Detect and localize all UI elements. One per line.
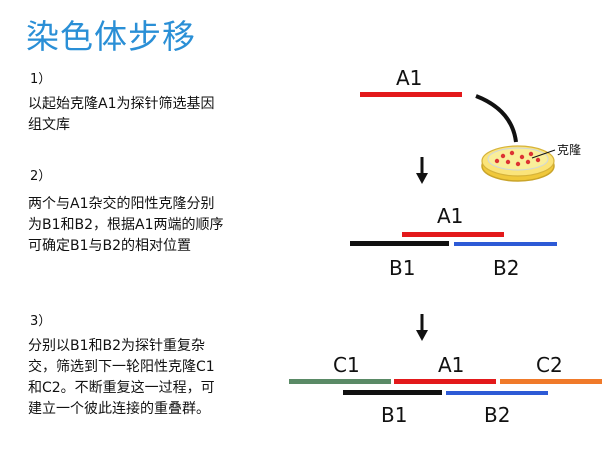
stage2-a1-bar: [402, 232, 504, 237]
stage3-b1-bar: [343, 390, 442, 395]
stage3-c1-bar: [289, 379, 391, 384]
step-2-number: 2）: [30, 169, 52, 184]
stage3-c1-label: C1: [333, 353, 360, 377]
dish-label-pointer: [531, 149, 556, 159]
stage3-a1-label: A1: [438, 353, 464, 377]
stage1-a1-label: A1: [396, 66, 422, 90]
dish-label: 克隆: [557, 142, 581, 157]
stage2-a1-label: A1: [437, 204, 463, 228]
stage2-b1-bar: [350, 241, 449, 246]
down-arrow-2-icon: [416, 314, 428, 341]
stage3-c2-bar: [500, 379, 602, 384]
stage2-b1-label: B1: [389, 256, 415, 280]
stage3-b2-bar: [446, 391, 548, 395]
step-1-text: 以起始克隆A1为探针筛选基因组文库: [28, 96, 215, 133]
stage3-a1-bar: [394, 379, 496, 384]
petri-dish-icon: [481, 145, 555, 182]
stage3-c2-label: C2: [536, 353, 563, 377]
stage2-b2-label: B2: [493, 256, 519, 280]
step-1-number: 1）: [30, 72, 52, 87]
step-3-number: 3）: [30, 314, 52, 329]
page-title: 染色体步移: [26, 17, 196, 56]
step-2-text: 两个与A1杂交的阳性克隆分别为B1和B2，根据A1两端的顺序可确定B1与B2的相…: [28, 196, 224, 254]
down-arrow-1-icon: [416, 157, 428, 184]
stage2-b2-bar: [454, 242, 557, 246]
step-3-text: 分别以B1和B2为探针重复杂交，筛选到下一轮阳性克隆C1和C2。不断重复这一过程…: [28, 338, 215, 417]
stage1-a1-bar: [360, 92, 462, 97]
probe-arrow-curve: [475, 94, 518, 143]
stage3-b1-label: B1: [381, 403, 407, 427]
stage3-b2-label: B2: [484, 403, 510, 427]
